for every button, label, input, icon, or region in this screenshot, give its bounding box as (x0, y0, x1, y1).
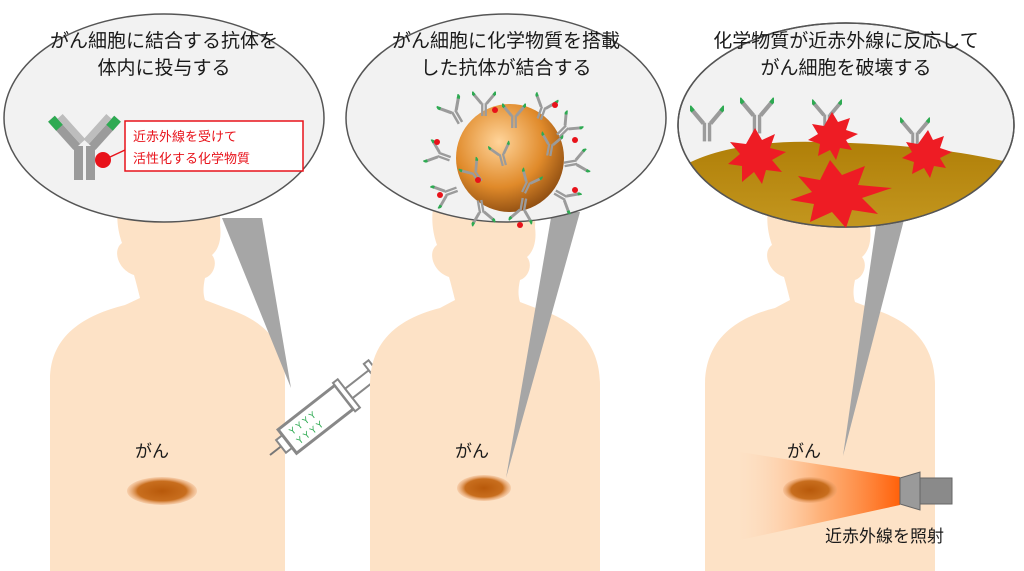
panel-2: がん がん細胞に化学物質を搭載 した抗体が結合する (345, 13, 667, 571)
antibody-icon (48, 114, 121, 180)
panel-heading-line-2: した抗体が結合する (420, 57, 591, 79)
burst-icon (808, 112, 858, 160)
panel-heading-line-1: がん細胞に化学物質を搭載 (392, 30, 620, 52)
panel-heading-line-2: 体内に投与する (97, 57, 230, 79)
chemical-dot-icon (95, 152, 111, 168)
human-torso (370, 161, 600, 571)
human-torso (50, 159, 285, 571)
bubble-pointer (843, 212, 906, 456)
burst-icon (728, 128, 786, 184)
bubble-pointer (506, 212, 580, 478)
callout-line-2: 活性化する化学物質 (133, 151, 250, 167)
light-label: 近赤外線を照射 (825, 527, 944, 547)
callout-leader (109, 149, 126, 158)
cancer-cell-icon (456, 104, 564, 212)
tumor-label: がん (787, 442, 821, 462)
bound-antibodies (422, 91, 591, 228)
tumor-label: がん (455, 442, 489, 462)
panel-1: がん がん細胞に結合する抗体を 体内に投与する 近赤外線を受けて 活性化する化学… (3, 13, 388, 571)
tumor-spot-icon (127, 477, 197, 505)
tumor-spot-icon (783, 477, 837, 503)
callout-box (124, 120, 304, 172)
panel-heading-line-1: 化学物質が近赤外線に反応して (713, 30, 978, 52)
light-emitter-icon (899, 471, 953, 511)
panel-3: がん 近赤外線を照射 化学物質が近赤外線に反応して がん細胞を破壊する (677, 22, 1015, 571)
panel-heading-line-1: がん細胞に結合する抗体を (50, 30, 278, 52)
bubble-pointer (222, 218, 291, 388)
burst-icon (902, 130, 952, 178)
tumor-label: がん (135, 442, 169, 462)
tumor-spot-icon (457, 475, 511, 501)
burst-icon (790, 160, 892, 228)
panel-heading-line-2: がん細胞を破壊する (760, 57, 931, 79)
callout-line-1: 近赤外線を受けて (133, 129, 237, 145)
